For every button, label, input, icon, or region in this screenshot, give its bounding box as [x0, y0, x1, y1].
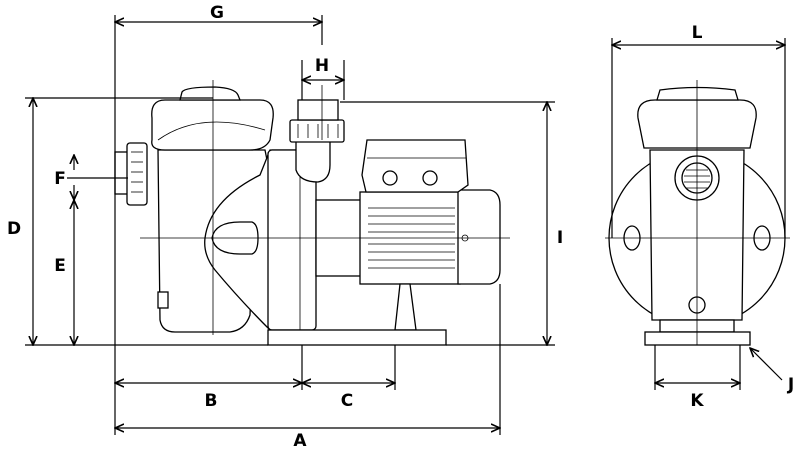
motor-fins — [368, 207, 455, 269]
motor-foot — [394, 283, 417, 331]
label-F: F — [54, 169, 66, 189]
label-B: B — [205, 391, 218, 411]
front-lid-knob — [656, 86, 739, 101]
label-C: C — [341, 391, 353, 411]
dimension-labels: A B C D E F G H I J K L — [7, 3, 794, 451]
fan-cover — [457, 189, 501, 285]
side-view-pump — [114, 86, 501, 346]
dimension-lines — [25, 15, 785, 435]
strainer-lid — [151, 99, 274, 151]
cable-gland — [422, 170, 438, 186]
control-knob — [382, 170, 398, 186]
label-K: K — [690, 391, 704, 411]
front-view-pump — [605, 80, 790, 346]
label-J: J — [787, 375, 794, 395]
label-G: G — [210, 3, 224, 23]
label-A: A — [293, 431, 307, 451]
control-box — [361, 139, 469, 193]
label-I: I — [557, 228, 563, 248]
center-lines — [140, 80, 510, 335]
lid-knob — [179, 86, 241, 101]
outlet-pipe — [295, 139, 331, 183]
dim-J-leader — [750, 348, 783, 381]
inlet-union — [126, 142, 148, 206]
front-base — [644, 331, 751, 346]
label-D: D — [7, 219, 21, 239]
outlet-top — [297, 99, 339, 121]
base-plate — [267, 329, 447, 346]
label-H: H — [315, 56, 329, 76]
label-L: L — [692, 23, 703, 43]
drain-plug — [157, 291, 169, 309]
label-E: E — [54, 256, 66, 276]
